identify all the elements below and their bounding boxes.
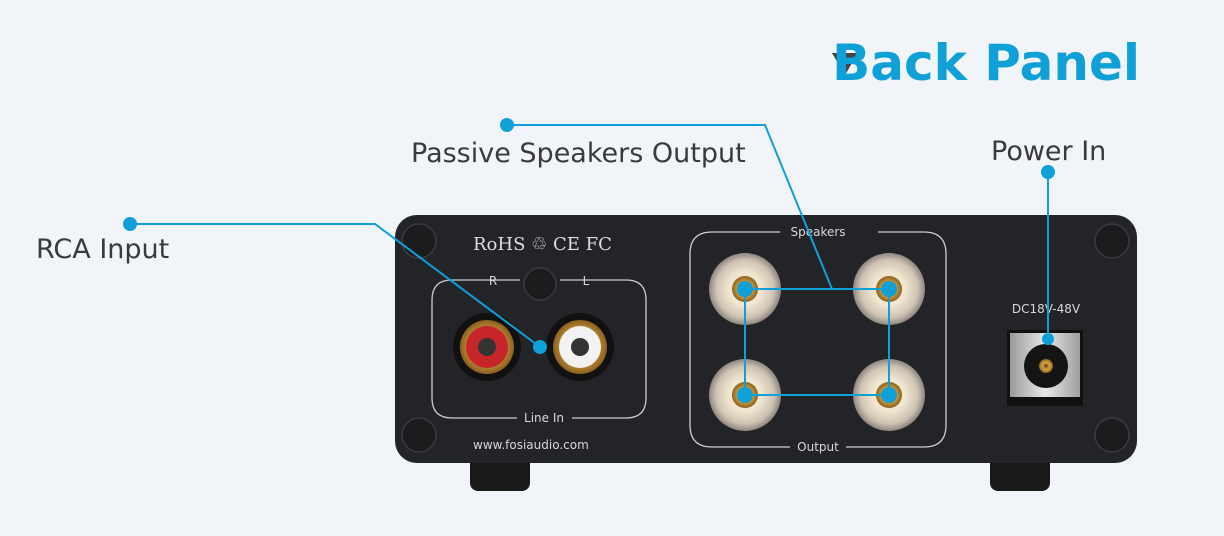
page-title: Back Panel	[832, 34, 1140, 92]
rca-input-label: RCA Input	[36, 234, 169, 265]
output-label: Output	[797, 440, 839, 454]
line-in-label: Line In	[524, 411, 564, 425]
screw-icons	[401, 223, 1130, 453]
dc-rating-label: DC18V-48V	[1012, 302, 1081, 316]
callout-rca-input	[123, 217, 547, 354]
line-in-outline	[431, 279, 647, 419]
website-label: www.fosiaudio.com	[473, 438, 589, 452]
channel-left-label: L	[583, 274, 590, 288]
rca-jack-left[interactable]	[546, 313, 614, 381]
channel-right-label: R	[489, 274, 497, 288]
callout-power-in	[1041, 165, 1055, 345]
dc-power-jack[interactable]	[1007, 330, 1083, 406]
callout-speakers	[500, 118, 897, 403]
foot-right	[990, 455, 1050, 491]
speakers-output-label: Passive Speakers Output	[411, 138, 746, 169]
amplifier-back-panel	[395, 215, 1137, 463]
foot-left	[470, 455, 530, 491]
speakers-outline	[689, 231, 947, 448]
speakers-label: Speakers	[790, 225, 845, 239]
power-in-label: Power In	[991, 136, 1106, 167]
certification-marks: RoHS ♲ CE FC	[473, 234, 612, 255]
triangle-down-icon	[832, 53, 858, 75]
rca-jack-right[interactable]	[453, 313, 521, 381]
